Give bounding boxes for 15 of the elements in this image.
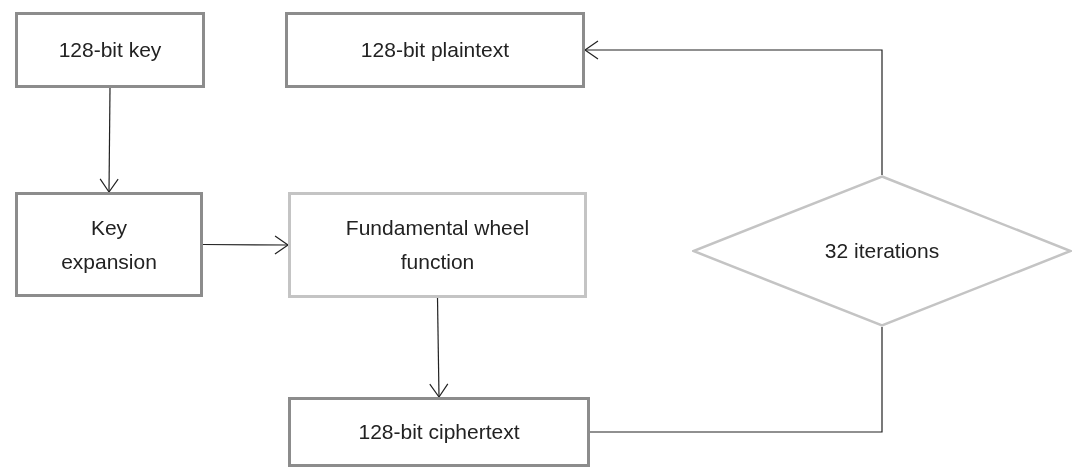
arrow (429, 297, 449, 398)
arrow (584, 40, 883, 176)
process-box (285, 12, 585, 88)
arrow (202, 235, 289, 255)
node-label: Fundamental wheel function (344, 215, 531, 275)
process-box (15, 192, 203, 297)
process-box (15, 12, 205, 88)
arrow (99, 87, 119, 193)
process-box (288, 192, 587, 298)
node-label: 128-bit ciphertext (357, 419, 521, 446)
node-label: Key expansion (60, 214, 158, 275)
node-label: 32 iterations (823, 238, 941, 265)
node-label: 128-bit key (57, 37, 163, 64)
process-box (288, 397, 590, 467)
node-label: 128-bit plaintext (359, 37, 511, 64)
